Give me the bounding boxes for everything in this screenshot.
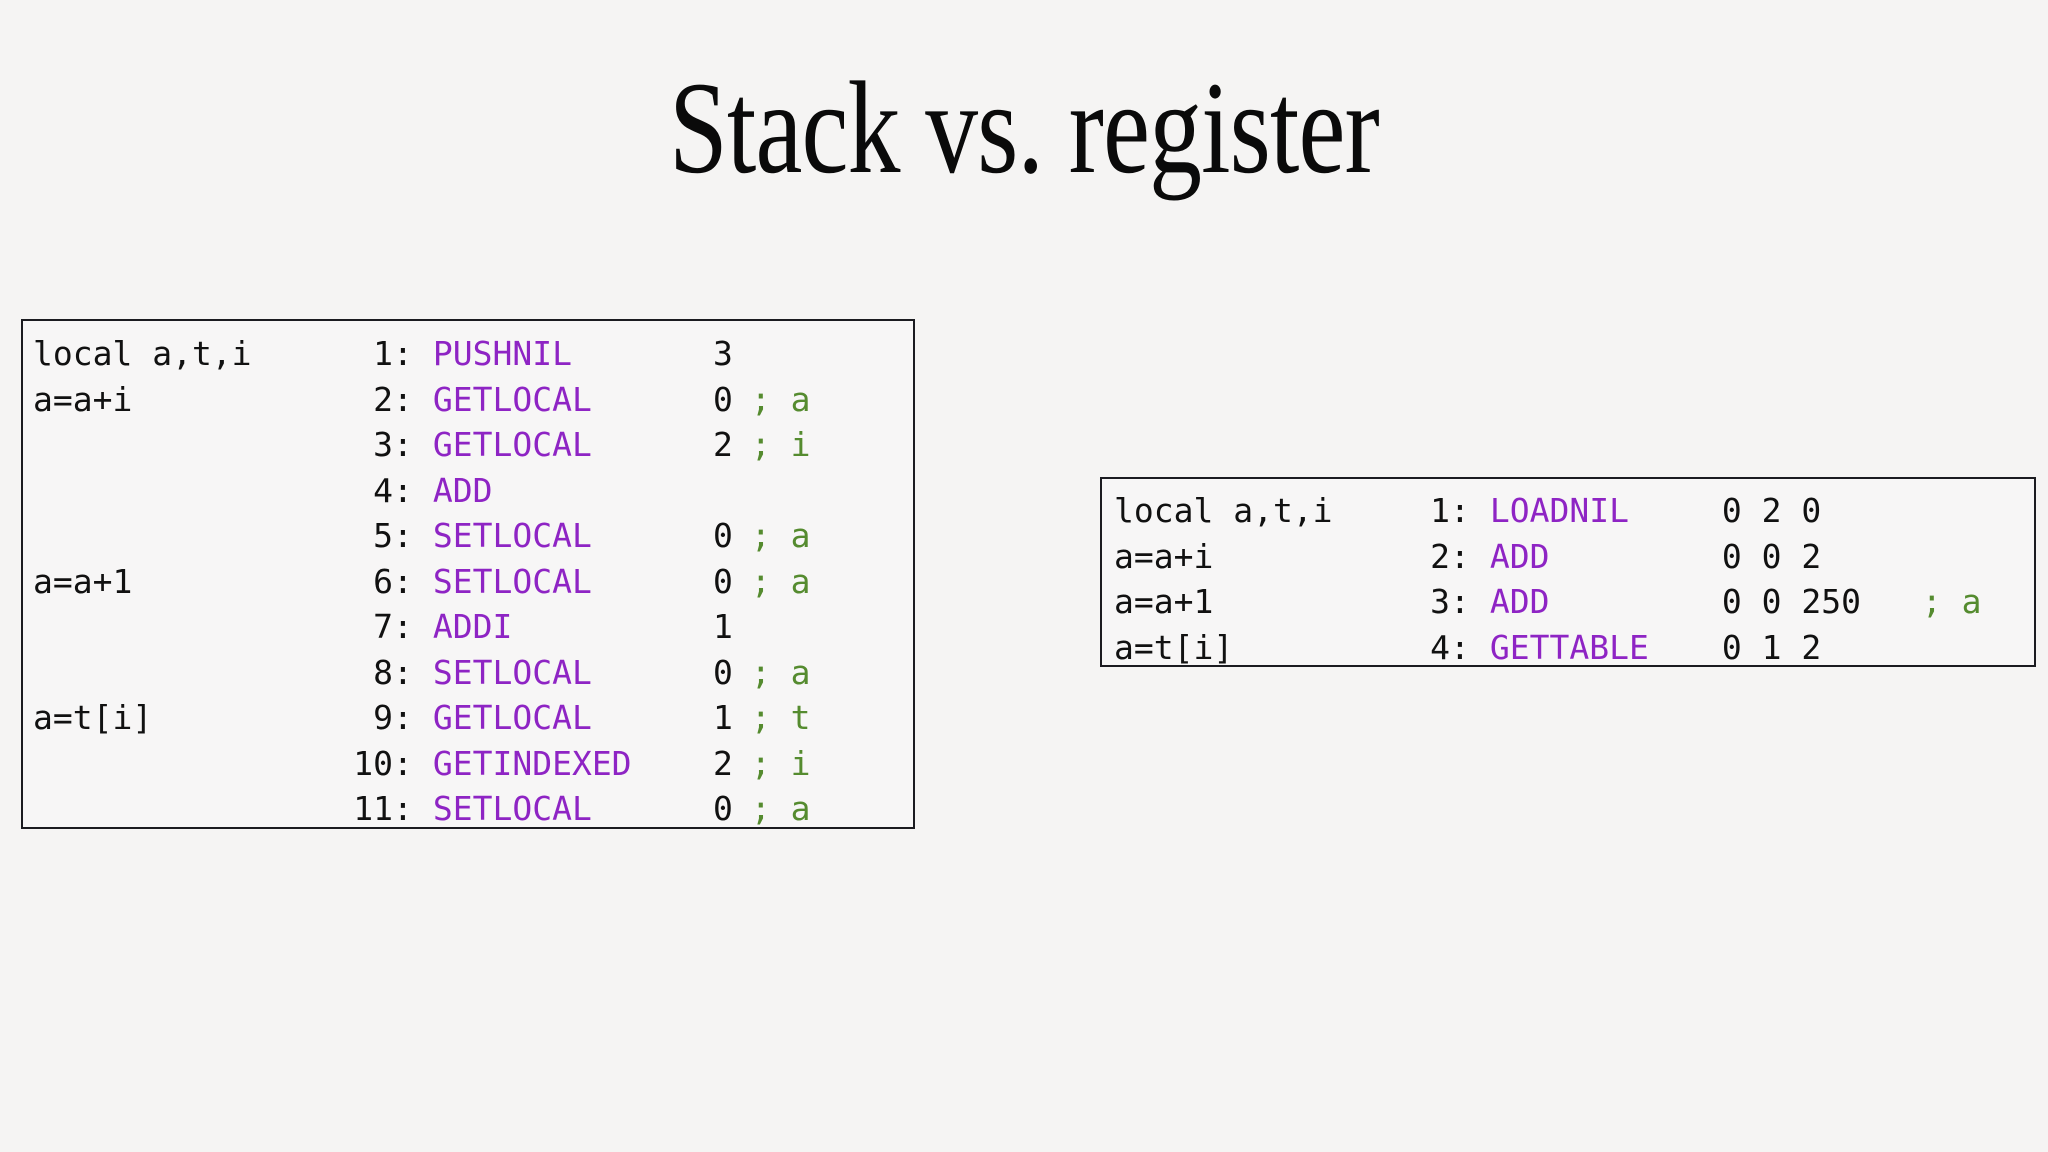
opcode-operands: 0: [713, 379, 733, 419]
instruction-index: 4: [373, 470, 393, 510]
code-line: 8: SETLOCAL 0 ; a: [33, 650, 913, 696]
code-line: a=a+i 2: GETLOCAL 0 ; a: [33, 377, 913, 423]
code-line: local a,t,i 1: PUSHNIL 3: [33, 331, 913, 377]
opcode-operands: 0: [713, 652, 733, 692]
index-colon: :: [393, 516, 413, 555]
opcode-mnemonic: GETTABLE: [1489, 627, 1649, 667]
opcode-operands: 2: [713, 743, 733, 783]
stack-machine-code-box: local a,t,i 1: PUSHNIL 3 a=a+i 2: GETLOCAL 0 ; a…: [21, 319, 915, 829]
opcode-comment: ; i: [750, 425, 811, 464]
source-statement: local a,t,i: [1114, 491, 1333, 530]
instruction-index: 9: [373, 698, 393, 737]
opcode-comment: ; a: [1921, 582, 1982, 621]
index-colon: :: [393, 652, 413, 692]
source-statement: a=a+i: [33, 379, 133, 419]
opcode-mnemonic: SETLOCAL: [432, 652, 592, 692]
index-colon: :: [1450, 582, 1470, 621]
instruction-index: 7: [373, 607, 393, 646]
code-line: 11: SETLOCAL 0 ; a: [33, 786, 913, 828]
opcode-mnemonic: SETLOCAL: [432, 561, 592, 601]
opcode-comment: ; a: [750, 516, 811, 555]
index-colon: :: [393, 607, 413, 646]
opcode-mnemonic: SETLOCAL: [432, 516, 592, 555]
source-statement: local a,t,i: [33, 334, 252, 373]
index-colon: :: [1450, 491, 1470, 530]
opcode-comment: ; i: [750, 743, 811, 783]
opcode-operands: 0 0 2: [1721, 536, 1822, 576]
code-line: 7: ADDI 1: [33, 604, 913, 650]
opcode-operands: 1: [713, 698, 733, 737]
page-title: Stack vs. register: [669, 54, 1380, 201]
instruction-index: 1: [1430, 491, 1450, 530]
opcode-operands: 0 2 0: [1721, 491, 1822, 530]
opcode-operands: 0 1 2: [1721, 627, 1822, 667]
instruction-index: 5: [373, 516, 393, 555]
index-colon: :: [1450, 536, 1470, 576]
source-statement: a=t[i]: [1114, 627, 1234, 667]
instruction-index: 11: [353, 789, 393, 828]
opcode-mnemonic: LOADNIL: [1489, 491, 1629, 530]
opcode-mnemonic: GETLOCAL: [432, 425, 592, 464]
opcode-operands: 0: [713, 561, 733, 601]
code-line: local a,t,i 1: LOADNIL 0 2 0: [1114, 488, 2034, 534]
opcode-mnemonic: PUSHNIL: [432, 334, 572, 373]
opcode-mnemonic: ADD: [1489, 536, 1550, 576]
index-colon: :: [393, 334, 413, 373]
code-line: a=a+i 2: ADD 0 0 2: [1114, 534, 2034, 580]
opcode-mnemonic: ADD: [432, 470, 493, 510]
index-colon: :: [393, 743, 413, 783]
opcode-comment: ; a: [750, 379, 811, 419]
code-line: 3: GETLOCAL 2 ; i: [33, 422, 913, 468]
opcode-mnemonic: GETLOCAL: [432, 379, 592, 419]
opcode-operands: 0: [713, 789, 733, 828]
instruction-index: 3: [373, 425, 393, 464]
code-line: 10: GETINDEXED 2 ; i: [33, 741, 913, 787]
code-line: a=a+1 3: ADD 0 0 250 ; a: [1114, 579, 2034, 625]
instruction-index: 3: [1430, 582, 1450, 621]
instruction-index: 4: [1430, 627, 1450, 667]
opcode-comment: ; a: [750, 561, 811, 601]
code-line: 4: ADD: [33, 468, 913, 514]
source-statement: a=a+i: [1114, 536, 1214, 576]
opcode-mnemonic: GETINDEXED: [432, 743, 632, 783]
instruction-index: 6: [373, 561, 393, 601]
code-line: a=t[i] 9: GETLOCAL 1 ; t: [33, 695, 913, 741]
source-statement: a=a+1: [1114, 582, 1214, 621]
instruction-index: 8: [373, 652, 393, 692]
opcode-operands: 0: [713, 516, 733, 555]
opcode-mnemonic: SETLOCAL: [432, 789, 592, 828]
instruction-index: 10: [353, 743, 393, 783]
index-colon: :: [1450, 627, 1470, 667]
source-statement: a=a+1: [33, 561, 133, 601]
source-statement: a=t[i]: [33, 698, 153, 737]
opcode-comment: ; t: [750, 698, 811, 737]
opcode-operands: 1: [713, 607, 733, 646]
index-colon: :: [393, 379, 413, 419]
index-colon: :: [393, 698, 413, 737]
code-line: a=a+1 6: SETLOCAL 0 ; a: [33, 559, 913, 605]
index-colon: :: [393, 561, 413, 601]
index-colon: :: [393, 470, 413, 510]
opcode-operands: 2: [713, 425, 733, 464]
instruction-index: 2: [373, 379, 393, 419]
code-line: 5: SETLOCAL 0 ; a: [33, 513, 913, 559]
opcode-comment: ; a: [750, 789, 811, 828]
opcode-operands: 0 0 250: [1721, 582, 1861, 621]
opcode-mnemonic: GETLOCAL: [432, 698, 592, 737]
opcode-comment: ; a: [750, 652, 811, 692]
opcode-mnemonic: ADDI: [432, 607, 513, 646]
instruction-index: 1: [373, 334, 393, 373]
opcode-operands: 3: [713, 334, 733, 373]
index-colon: :: [393, 789, 413, 828]
instruction-index: 2: [1430, 536, 1450, 576]
index-colon: :: [393, 425, 413, 464]
code-line: a=t[i] 4: GETTABLE 0 1 2: [1114, 625, 2034, 667]
opcode-mnemonic: ADD: [1489, 582, 1550, 621]
register-machine-code-box: local a,t,i 1: LOADNIL 0 2 0 a=a+i 2: ADD 0 0 2…: [1100, 477, 2036, 667]
